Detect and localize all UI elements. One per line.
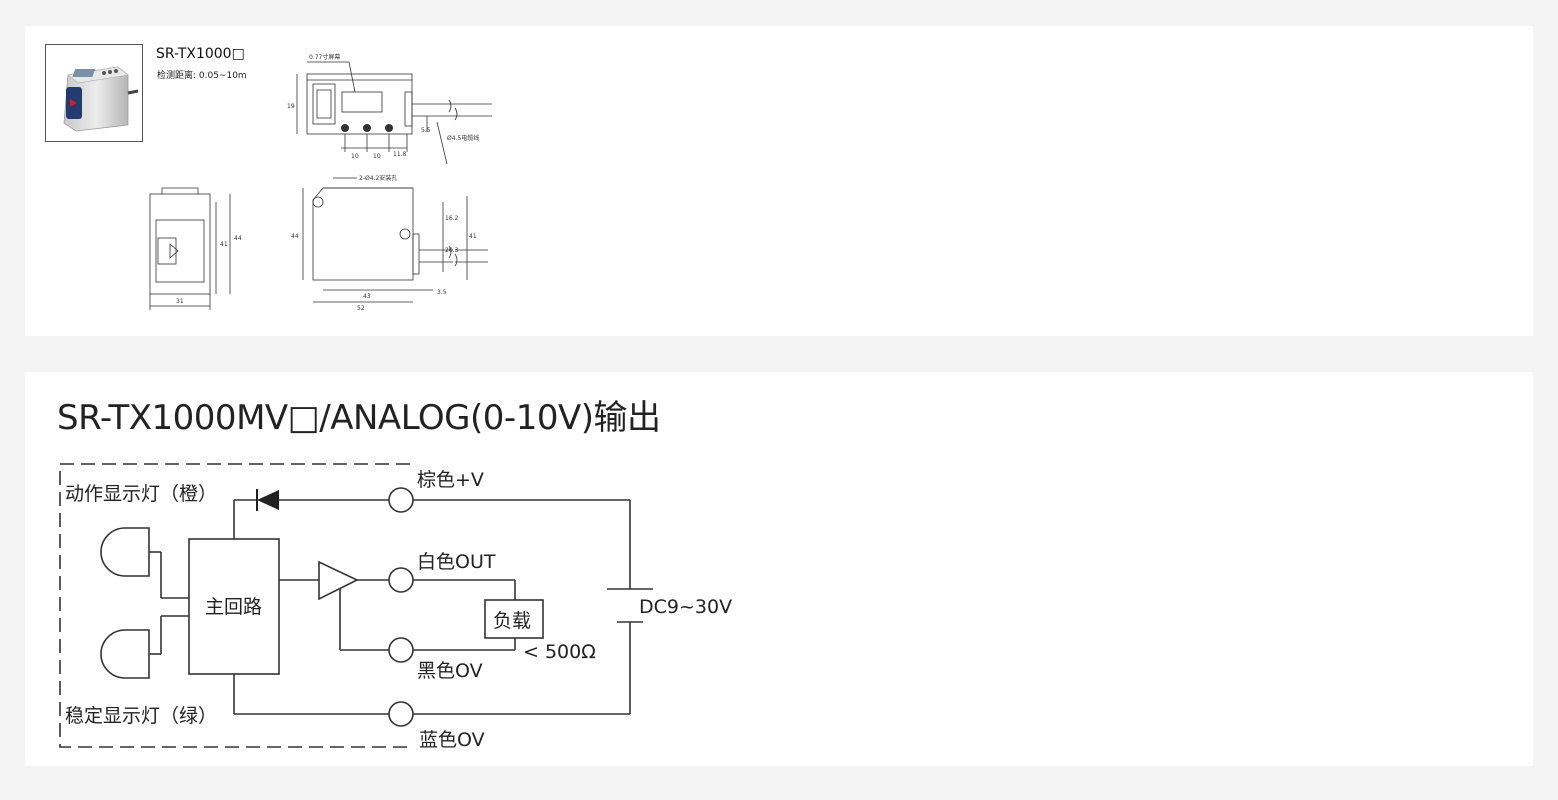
terminal-brown <box>388 487 414 513</box>
wire-black-label: 黑色OV <box>417 660 483 682</box>
diode-icon <box>256 489 279 511</box>
cable-gap-label: 5.5 <box>421 127 431 134</box>
mounting-holes-label: 2-Ø4.2安装孔 <box>359 174 397 182</box>
cable-spec-label: Ø4.5电缆线 <box>447 134 479 142</box>
front-width-31: 31 <box>176 298 184 305</box>
terminal-blue <box>388 701 414 727</box>
wire-blue-label: 蓝色OV <box>419 729 485 751</box>
side-width-43: 43 <box>363 293 371 300</box>
terminal-white <box>388 567 414 593</box>
side-width-52: 52 <box>357 305 365 312</box>
display-size-label: 0.77寸屏幕 <box>309 53 340 61</box>
pitch-b-label: 10 <box>373 153 381 160</box>
amplifier-icon <box>318 560 359 601</box>
side-dim-16-2: 16.2 <box>445 215 459 222</box>
load-label: 负载 <box>493 610 531 632</box>
circuit-title: SR-TX1000MV□/ANALOG(0-10V)输出 <box>57 398 661 438</box>
load-box <box>484 599 544 639</box>
front-view-drawing: 44 41 31 <box>149 187 242 310</box>
front-height-41: 41 <box>220 241 228 248</box>
action-led-label: 动作显示灯（橙） <box>65 483 217 505</box>
top-view-drawing: 0.77寸屏幕 19 10 10 11.8 5.5 Ø4.5电缆线 <box>287 53 492 165</box>
supply-voltage-label: DC9~30V <box>639 596 732 618</box>
product-name: SR-TX1000□ <box>156 46 245 62</box>
action-led-icon <box>100 527 150 577</box>
side-tail-3-5: 3.5 <box>437 289 447 296</box>
height-19-label: 19 <box>287 103 295 110</box>
wire-white-label: 白色OUT <box>417 551 496 573</box>
side-view-drawing: 2-Ø4.2安装孔 44 16.2 20.3 41 43 3.5 52 <box>291 174 488 312</box>
circuit-diagram: 动作显示灯（橙） 稳定显示灯（绿） 主回路 棕色+V 白色OUT 黑色OV 蓝色… <box>59 463 732 751</box>
circuit-panel: SR-TX1000MV□/ANALOG(0-10V)输出 <box>25 372 1533 766</box>
wire-brown-label: 棕色+V <box>417 469 484 491</box>
side-height-41: 41 <box>469 233 477 240</box>
stable-led-label: 稳定显示灯（绿） <box>65 705 217 727</box>
terminal-black <box>388 637 414 663</box>
stable-led-icon <box>100 629 150 679</box>
load-limit-label: < 500Ω <box>523 641 596 663</box>
main-circuit-label: 主回路 <box>205 596 262 618</box>
front-height-44: 44 <box>234 235 242 242</box>
product-thumbnail[interactable] <box>45 44 143 142</box>
side-dim-20-3: 20.3 <box>445 247 459 254</box>
pitch-a-label: 10 <box>351 153 359 160</box>
sensor-enclosure <box>59 463 410 748</box>
detection-range: 检测距离: 0.05~10m <box>157 71 247 81</box>
offset-label: 11.8 <box>393 151 407 158</box>
dimension-panel: SR-TX1000□ 检测距离: 0.05~10m <box>25 26 1533 336</box>
side-height-44: 44 <box>291 233 299 240</box>
sensor-image <box>63 66 139 132</box>
